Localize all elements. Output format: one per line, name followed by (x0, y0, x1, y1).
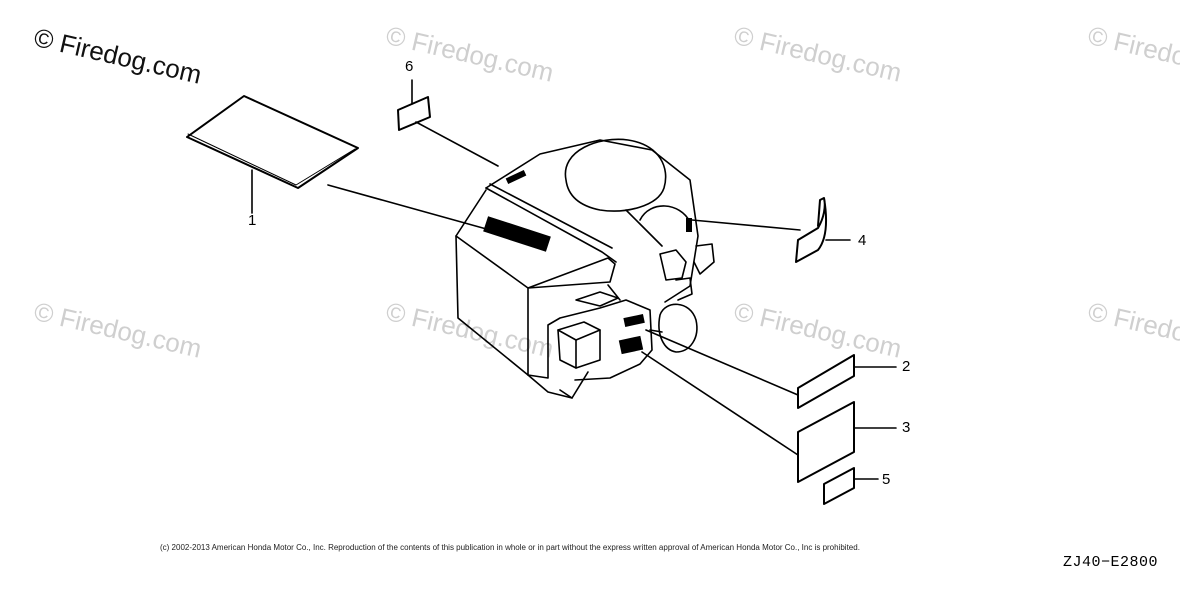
engine-shroud (455, 138, 715, 399)
callout-6[interactable]: 6 (405, 58, 414, 75)
label-part-5[interactable] (823, 467, 855, 505)
callout-1[interactable]: 1 (248, 212, 257, 229)
label-part-1[interactable] (186, 95, 359, 189)
leader-line-3 (641, 351, 799, 456)
label-part-2[interactable] (797, 354, 855, 409)
leader-line-2 (645, 329, 799, 396)
callout-5[interactable]: 5 (882, 471, 891, 488)
leader-line-6b (415, 121, 499, 167)
leader-line-1b (327, 184, 491, 231)
label-part-3[interactable] (797, 401, 855, 483)
drawing-code: ZJ40−E2800 (1063, 554, 1159, 571)
callout-3[interactable]: 3 (902, 419, 911, 436)
label-part-6[interactable] (397, 96, 431, 131)
callout-2[interactable]: 2 (902, 358, 911, 375)
callout-4[interactable]: 4 (858, 232, 867, 249)
leader-line-4 (691, 219, 801, 231)
label-part-4[interactable] (795, 197, 827, 263)
copyright-notice: (c) 2002-2013 American Honda Motor Co., … (160, 543, 860, 552)
